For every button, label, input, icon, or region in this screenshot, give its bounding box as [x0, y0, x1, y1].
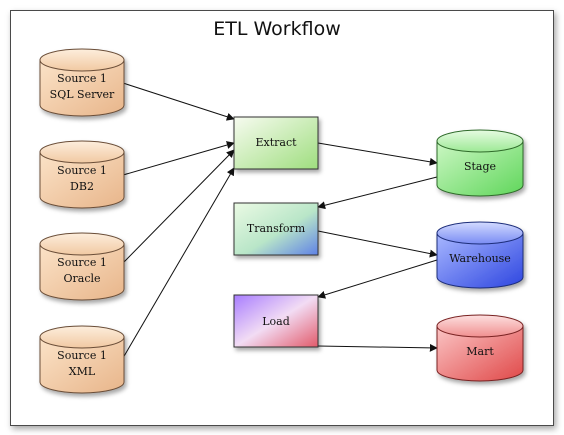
extract-box: [233, 116, 319, 170]
arrow-xml-extract: [122, 167, 235, 359]
arrow-transform-warehouse: [317, 230, 438, 258]
source-oracle-line1: Source 1: [57, 256, 107, 269]
source-cylinder-xml: [39, 325, 125, 394]
arrow-db2-extract: [122, 141, 235, 176]
arrow-load-mart: [317, 343, 438, 352]
source-xml-line2: XML: [69, 365, 96, 378]
source-sqlserver-line2: SQL Server: [50, 88, 115, 101]
source-cylinder-db2: [39, 140, 125, 209]
warehouse-cylinder: [436, 221, 524, 289]
arrow-sqlserver-extract: [122, 82, 235, 121]
source-cylinder-sqlserver: [39, 48, 125, 117]
source-db2-line2: DB2: [70, 180, 94, 193]
transform-label: Transform: [247, 222, 306, 235]
source-db2-line1: Source 1: [57, 164, 107, 177]
mart-label: Mart: [466, 345, 494, 358]
source-xml-line1: Source 1: [57, 349, 107, 362]
arrow-stage-transform: [317, 176, 438, 210]
stage-cylinder: [436, 129, 524, 197]
source-oracle-line2: Oracle: [63, 272, 100, 285]
extract-label: Extract: [255, 136, 297, 149]
arrow-extract-stage: [317, 142, 438, 166]
load-box: [233, 294, 319, 348]
stage-label: Stage: [464, 160, 496, 173]
diagram-title: ETL Workflow: [213, 18, 340, 40]
warehouse-label: Warehouse: [449, 252, 511, 265]
arrow-warehouse-load: [317, 259, 438, 299]
mart-cylinder: [436, 314, 524, 382]
transform-box: [233, 202, 319, 256]
arrow-oracle-extract: [122, 149, 235, 264]
source-cylinder-oracle: [39, 232, 125, 301]
source-sqlserver-line1: Source 1: [57, 72, 107, 85]
load-label: Load: [262, 315, 290, 328]
